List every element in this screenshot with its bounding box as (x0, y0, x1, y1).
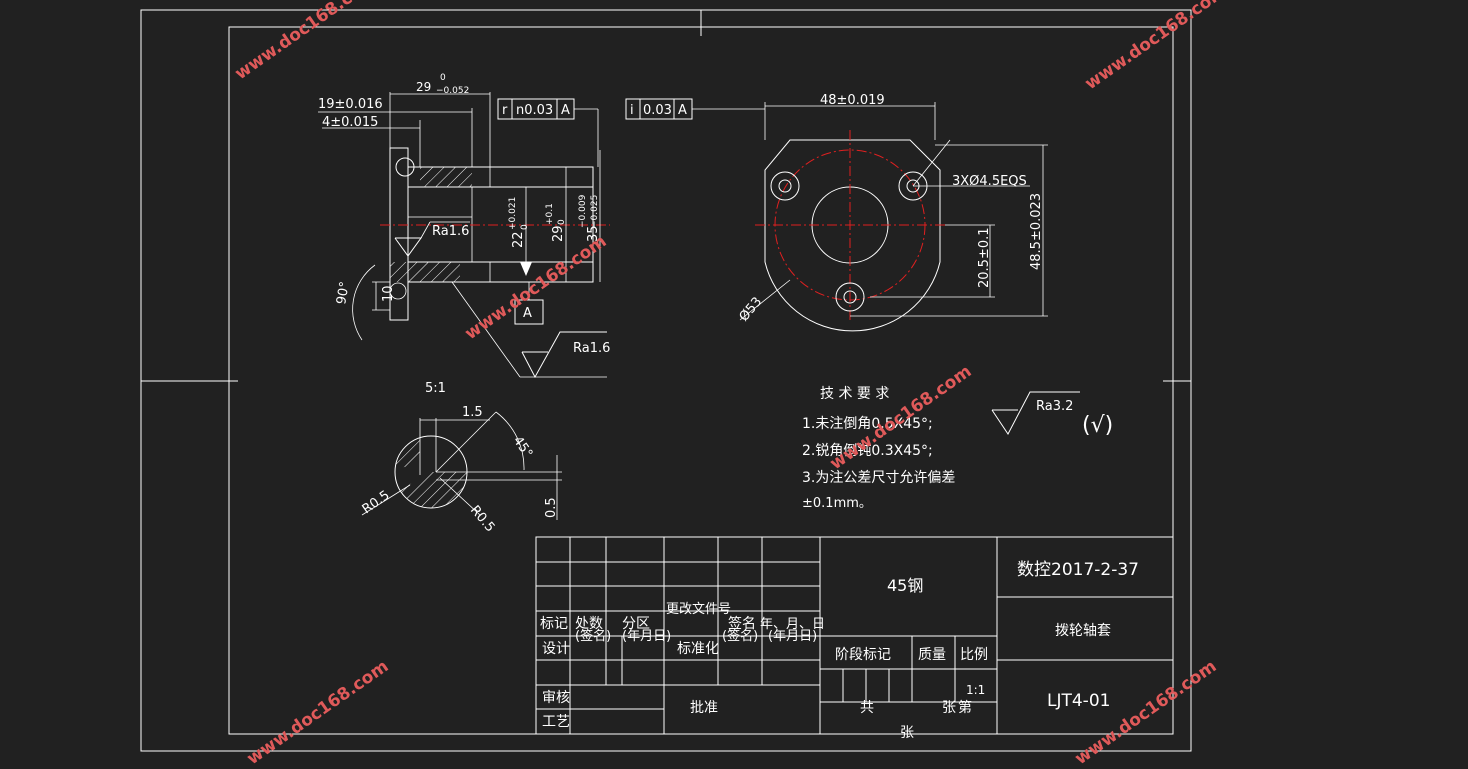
dim-29-upper: 0 (440, 73, 446, 83)
detail-scale: 5:1 (425, 381, 446, 396)
watermark: www.doc168.com (1081, 0, 1230, 94)
hatch-flange (390, 262, 408, 282)
dim-48: 48±0.019 (820, 93, 885, 108)
tech-requirements: 技 术 要 求 1.未注倒角0.5X45°; 2.锐角倒钝0.3X45°; 3.… (802, 386, 955, 511)
svg-text:1:1: 1:1 (966, 683, 985, 697)
svg-text:第: 第 (958, 699, 972, 716)
tb-drawing-number: LJT4-01 (1047, 691, 1110, 711)
svg-text:签名: 签名 (728, 615, 756, 632)
svg-text:标准化: 标准化 (677, 641, 719, 657)
dim-53: Ø53 (737, 294, 766, 324)
svg-text:r: r (502, 103, 508, 118)
svg-text:(年月日): (年月日) (622, 629, 671, 644)
dim-29v-text: 29 (551, 225, 566, 242)
svg-text:共: 共 (860, 700, 874, 716)
dim-0-5: 0.5 (544, 497, 559, 518)
svg-text:0: 0 (557, 219, 567, 225)
svg-text:(年月日): (年月日) (768, 629, 817, 644)
tb-part-name: 拨轮轴套 (1055, 623, 1111, 639)
svg-text:(签名): (签名) (722, 628, 758, 644)
svg-text:标记: 标记 (540, 616, 568, 632)
roughness-outer: Ra1.6 (573, 341, 610, 356)
tech-title: 技 术 要 求 (820, 386, 889, 402)
title-block: 45钢 数控2017-2-37 拨轮轴套 LJT4-01 标记 处数 分区 更改… (535, 536, 1174, 741)
default-roughness: Ra3.2 (√) (991, 391, 1113, 438)
svg-text:年、月、日: 年、月、日 (760, 617, 825, 632)
dim-29-lower: −0.052 (436, 86, 469, 96)
watermark: www.doc168.com (243, 656, 392, 769)
svg-text:质量: 质量 (918, 647, 946, 663)
svg-text:−0.025: −0.025 (590, 195, 600, 228)
detail-r2: R0.5 (467, 503, 498, 535)
dim-4-text: 4±0.015 (322, 115, 378, 130)
tb-material: 45钢 (887, 576, 923, 595)
svg-text:0.03: 0.03 (643, 103, 672, 118)
tb-drawing-code: 数控2017-2-37 (1017, 560, 1139, 580)
svg-text:−0.009: −0.009 (578, 194, 588, 228)
svg-text:处数: 处数 (575, 616, 603, 632)
dim-35-text: 35 (586, 225, 601, 242)
holes-note: 3XØ4.5EQS (952, 174, 1027, 189)
detail-r1: R0.5 (360, 488, 393, 517)
svg-text:工艺: 工艺 (542, 714, 570, 730)
dim-19-text: 19±0.016 (318, 97, 383, 112)
svg-text:A: A (678, 103, 687, 118)
tech-item-4: ±0.1mm。 (802, 496, 872, 511)
tech-item-1: 1.未注倒角0.5X45°; (802, 416, 933, 432)
dim-29-text: 29 (416, 80, 431, 94)
svg-text:(√): (√) (1082, 413, 1113, 438)
svg-text:n0.03: n0.03 (516, 103, 553, 118)
svg-text:设计: 设计 (542, 641, 570, 657)
svg-text:审核: 审核 (542, 690, 570, 706)
svg-text:张: 张 (900, 725, 914, 741)
svg-text:i: i (630, 103, 634, 118)
svg-text:批准: 批准 (690, 700, 718, 716)
svg-text:A: A (523, 306, 532, 321)
svg-text:比例: 比例 (960, 647, 988, 663)
detail-view: 5:1 1.5 45° 0.5 R0.5 R0.5 (360, 381, 562, 535)
angle-90: 90° (334, 280, 353, 305)
tech-item-3: 3.为注公差尺寸允许偏差 (802, 470, 955, 486)
svg-text:阶段标记: 阶段标记 (835, 647, 891, 663)
svg-text:+0.1: +0.1 (545, 203, 555, 225)
svg-text:分区: 分区 (622, 616, 650, 632)
watermark: www.doc168.com (1071, 656, 1220, 769)
svg-text:(签名): (签名) (575, 628, 611, 644)
svg-text:张: 张 (942, 700, 956, 716)
hatch-lower (408, 262, 460, 282)
section-view: 29 0 −0.052 19±0.016 4±0.015 r n0.03 A 2… (318, 73, 610, 379)
svg-text:A: A (561, 103, 570, 118)
svg-text:Ra3.2: Ra3.2 (1036, 399, 1073, 414)
dim-20-5: 20.5±0.1 (977, 227, 992, 288)
svg-text:0: 0 (520, 224, 530, 230)
watermark: www.doc168.com (231, 0, 380, 84)
roughness-inner: Ra1.6 (432, 224, 469, 239)
flange-outline-front (764, 139, 941, 332)
dim-48-5: 48.5±0.023 (1029, 193, 1044, 270)
geo-tolerance-1: r n0.03 A (497, 98, 599, 167)
svg-text:更改文件号: 更改文件号 (666, 602, 731, 617)
flange-hole-section (395, 157, 415, 177)
dim-10: 10 (381, 285, 396, 302)
svg-text:+0.021: +0.021 (508, 197, 518, 230)
watermark: www.doc168.com (461, 231, 610, 344)
dim-22-text: 22 (511, 231, 526, 248)
flange-view: i 0.03 A 48±0.019 3XØ4.5EQS 20.5±0.1 48.… (625, 93, 1048, 332)
detail-angle: 45° (510, 434, 536, 461)
hatch-upper (420, 167, 472, 187)
dim-1-5: 1.5 (462, 405, 483, 420)
inner-frame (228, 26, 1174, 735)
tech-item-2: 2.锐角倒钝0.3X45°; (802, 443, 933, 459)
